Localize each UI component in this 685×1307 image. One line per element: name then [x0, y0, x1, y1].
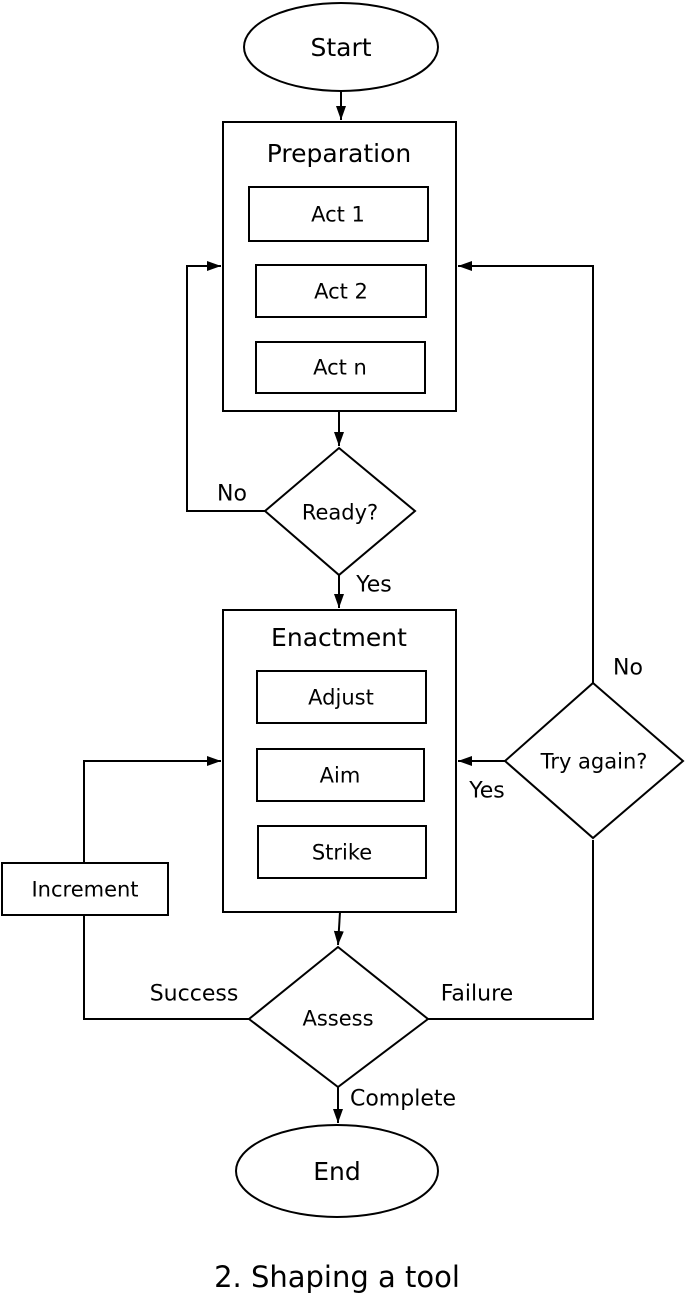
node-preparation: Preparation Act 1 Act 2 Act n	[222, 121, 457, 412]
ready-label: Ready?	[302, 500, 378, 524]
edge-assess-failure-to-try-again	[428, 840, 594, 1020]
strike-box	[257, 825, 427, 879]
end-label: End	[313, 1157, 361, 1186]
start-label: Start	[310, 33, 371, 62]
adjust-label: Adjust	[308, 685, 374, 709]
node-enactment: Enactment Adjust Aim Strike	[222, 609, 457, 913]
edge-labels: No Yes No Yes Success Failure Complete	[150, 482, 643, 1112]
node-assess: Assess	[247, 945, 430, 1089]
node-try-again: Try again?	[503, 681, 685, 840]
node-start: Start	[243, 2, 439, 92]
act-2-box	[255, 264, 427, 318]
edge-label-try-again-yes: Yes	[468, 779, 505, 804]
edge-enactment-to-assess	[333, 911, 344, 946]
assess-diamond	[247, 945, 430, 1089]
edge-label-assess-failure: Failure	[441, 982, 513, 1007]
try-again-diamond	[503, 681, 685, 840]
edge-try-again-no-to-preparation	[458, 261, 594, 683]
ready-diamond	[263, 446, 417, 577]
edge-increment-to-enactment	[83, 756, 221, 863]
end-oval	[235, 1124, 439, 1218]
edge-label-assess-complete: Complete	[350, 1087, 456, 1112]
node-ready: Ready?	[263, 446, 417, 577]
assess-label: Assess	[302, 1006, 373, 1030]
strike-label: Strike	[312, 840, 372, 864]
act-1-label: Act 1	[311, 202, 365, 226]
adjust-box	[256, 670, 427, 724]
diagram-caption: 2. Shaping a tool	[214, 1260, 460, 1294]
act-1-box	[248, 186, 429, 242]
edge-label-ready-no: No	[217, 482, 247, 507]
enactment-title: Enactment	[271, 623, 407, 652]
edges	[83, 91, 594, 1123]
edge-label-try-again-no: No	[613, 656, 643, 681]
aim-label: Aim	[320, 763, 361, 787]
edge-assess-success-to-increment	[83, 916, 249, 1020]
try-again-label: Try again?	[540, 749, 648, 773]
act-n-box	[255, 341, 426, 394]
act-2-label: Act 2	[314, 279, 368, 303]
node-end: End	[235, 1124, 439, 1218]
edge-label-assess-success: Success	[150, 982, 239, 1007]
aim-box	[256, 748, 425, 802]
increment-label: Increment	[31, 877, 138, 901]
node-increment: Increment	[1, 862, 169, 916]
edge-label-ready-yes: Yes	[355, 573, 392, 598]
increment-box	[1, 862, 169, 916]
preparation-title: Preparation	[267, 139, 411, 168]
act-n-label: Act n	[313, 355, 367, 379]
edge-ready-no-to-preparation	[186, 261, 265, 512]
start-oval	[243, 2, 439, 92]
